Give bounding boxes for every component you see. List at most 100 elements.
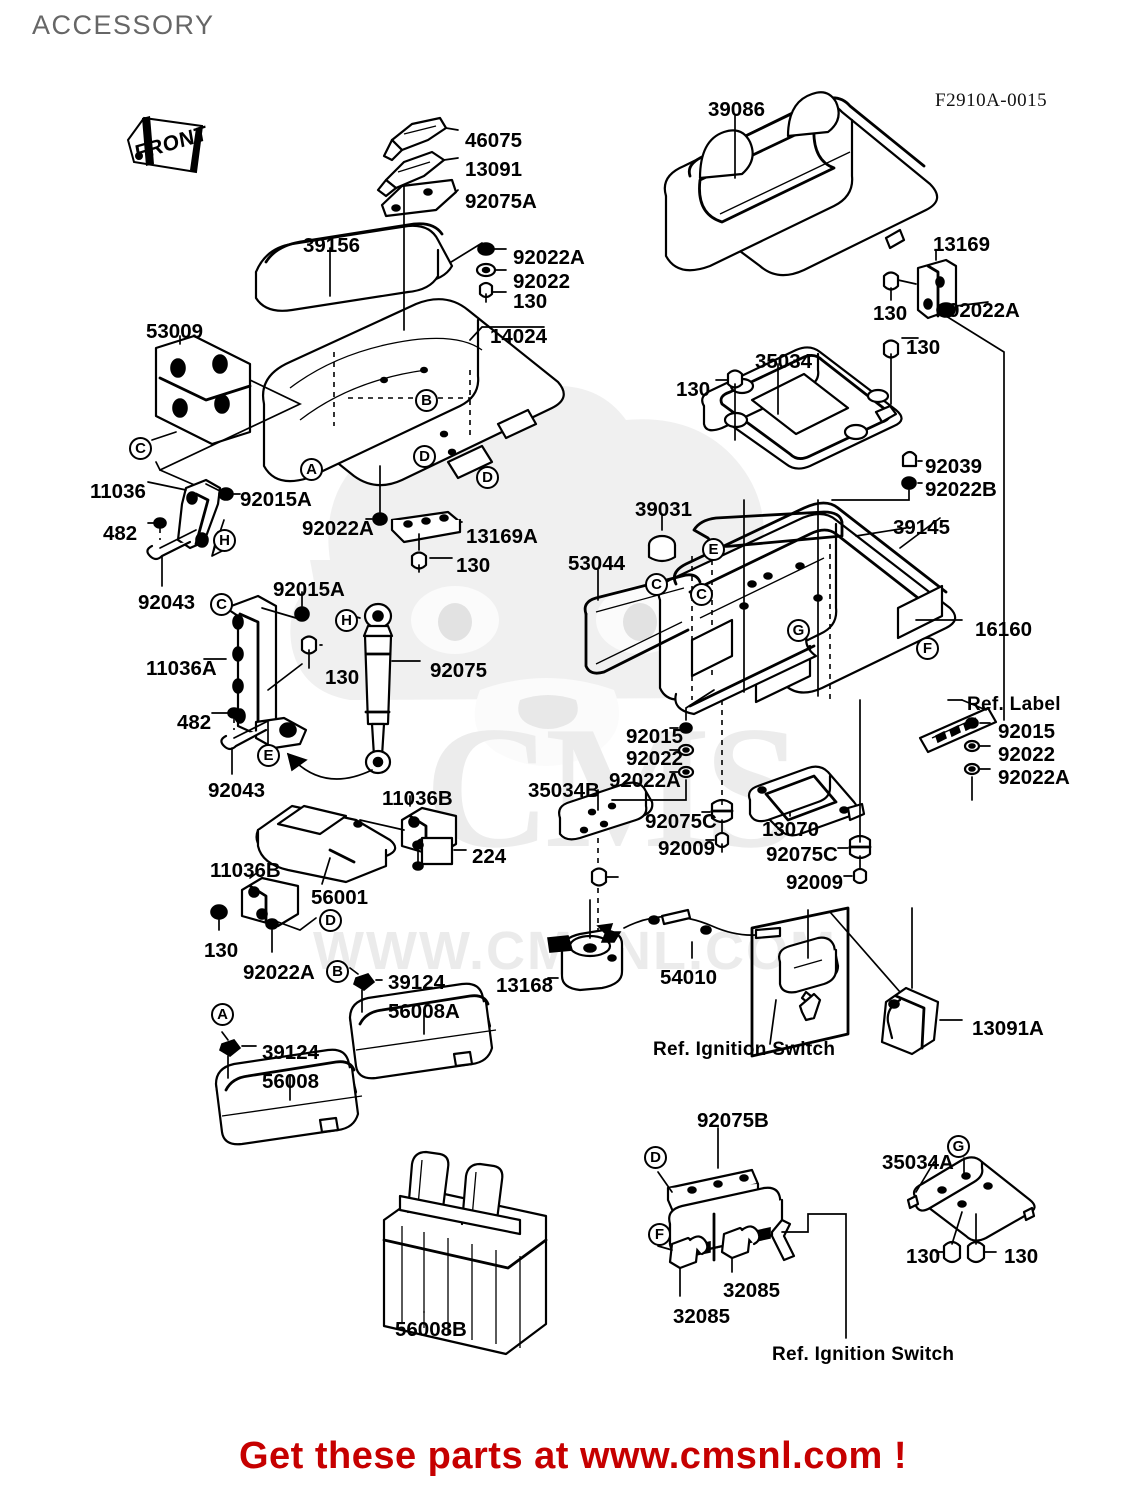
part-56008-bag (214, 1048, 363, 1146)
part-number-92022a: 92022A (243, 961, 315, 984)
part-130-bolt-8 (590, 867, 619, 887)
callout-letter-c: C (645, 573, 668, 596)
part-number-32085: 32085 (723, 1279, 781, 1302)
callout-letter-h: H (213, 529, 236, 552)
part-number-11036b: 11036B (382, 787, 453, 810)
part-92009-screw-1 (714, 831, 730, 853)
part-number-92009: 92009 (658, 837, 716, 860)
part-224-clip (412, 836, 454, 871)
part-number-92075c: 92075C (766, 843, 838, 866)
callout-letter-d: D (476, 466, 499, 489)
part-56008A-bag (348, 982, 497, 1080)
callout-letter-g: G (947, 1135, 970, 1158)
callout-letter-g: G (787, 619, 810, 642)
part-number-13168: 13168 (496, 974, 554, 997)
part-92075C-bushing-2 (848, 834, 872, 860)
part-number-39124: 39124 (262, 1041, 320, 1064)
ref-ignition-switch-panel (750, 906, 850, 1058)
callout-letter-f: F (916, 637, 939, 660)
part-130-bolt-9 (935, 1211, 963, 1264)
part-130-bolt-6 (882, 339, 900, 405)
part-number-92022b: 92022B (925, 478, 997, 501)
part-92009-screw-2 (852, 867, 868, 885)
part-number-46075: 46075 (465, 129, 523, 152)
part-number-54010: 54010 (660, 966, 718, 989)
part-number-92009: 92009 (786, 871, 844, 894)
part-number-56001: 56001 (311, 886, 369, 909)
part-number-92022: 92022 (626, 747, 684, 770)
part-39124-clip-2 (353, 973, 376, 991)
part-number-130: 130 (456, 554, 491, 577)
fastener-92039 (901, 450, 923, 468)
part-number-92043: 92043 (138, 591, 196, 614)
part-number-130: 130 (906, 336, 941, 359)
callout-letter-c: C (210, 593, 233, 616)
part-number-92015: 92015 (626, 725, 684, 748)
footer-cta: Get these parts at www.cmsnl.com ! (238, 1435, 908, 1477)
part-number-32085: 32085 (673, 1305, 731, 1328)
part-number-92022a: 92022A (513, 246, 585, 269)
part-11036-hinge (176, 478, 222, 550)
part-number-14024: 14024 (490, 325, 548, 348)
part-32085-clip-1 (668, 1235, 709, 1270)
part-number-92075: 92075 (430, 659, 488, 682)
part-number-13091: 13091 (465, 158, 523, 181)
callout-letter-b: B (326, 960, 349, 983)
part-number-ref-label: Ref. Label (967, 694, 1061, 715)
part-number-35034b: 35034B (528, 779, 600, 802)
part-11036A-bracket (224, 594, 308, 750)
part-number-130: 130 (906, 1245, 941, 1268)
part-number-13070: 13070 (762, 818, 820, 841)
part-number-56008a: 56008A (388, 1000, 460, 1023)
part-35034A-plate (906, 1156, 1036, 1242)
part-13169A-plate (390, 510, 462, 544)
part-92043-pin-1 (146, 529, 197, 561)
part-number-56008: 56008 (262, 1070, 320, 1093)
front-arrow-icon (126, 116, 204, 174)
part-32085-clip-2 (720, 1225, 761, 1260)
part-number-224: 224 (472, 845, 507, 868)
part-number-53009: 53009 (146, 320, 204, 343)
callout-letter-d: D (413, 445, 436, 468)
part-number-35034: 35034 (755, 350, 813, 373)
part-number-482: 482 (177, 711, 212, 734)
part-46075-handle (382, 116, 448, 162)
part-number-35034a: 35034A (882, 1151, 954, 1174)
part-key-icon (770, 1218, 796, 1262)
part-130-bolt-5 (882, 271, 917, 301)
part-92043-pin-2 (220, 719, 271, 751)
part-number-92022a: 92022A (609, 769, 681, 792)
part-number-92075c: 92075C (645, 810, 717, 833)
part-number-92015: 92015 (998, 720, 1056, 743)
page-title: ACCESSORY (32, 10, 215, 40)
part-number-92043: 92043 (208, 779, 266, 802)
part-number-92022a: 92022A (302, 517, 374, 540)
part-35034B-pad (558, 781, 654, 841)
part-number-13169a: 13169A (466, 525, 538, 548)
callout-letter-a: A (211, 1003, 234, 1026)
part-number-130: 130 (1004, 1245, 1039, 1268)
part-number-16160: 16160 (975, 618, 1033, 641)
part-number-11036a: 11036A (146, 657, 217, 680)
part-number-92015a: 92015A (240, 488, 312, 511)
callout-letter-e: E (257, 744, 280, 767)
part-number-130: 130 (873, 302, 908, 325)
part-number-92015a: 92015A (273, 578, 345, 601)
part-number-13169: 13169 (933, 233, 991, 256)
callout-letter-e: E (702, 538, 725, 561)
part-number-482: 482 (103, 522, 138, 545)
callout-letter-d: D (319, 909, 342, 932)
part-92075C-bushing-1 (710, 798, 734, 824)
part-13091A-handle (880, 986, 940, 1056)
callout-letter-f: F (648, 1223, 671, 1246)
callout-letter-a: A (300, 458, 323, 481)
part-13070-stay (747, 765, 866, 837)
part-number-39124: 39124 (388, 971, 446, 994)
front-direction-indicator: FRONT (120, 110, 209, 182)
part-number-130: 130 (676, 378, 711, 401)
part-number-92022a: 92022A (948, 299, 1020, 322)
part-130-bolt-2 (410, 551, 428, 573)
part-56001-lock-plate (255, 804, 397, 884)
